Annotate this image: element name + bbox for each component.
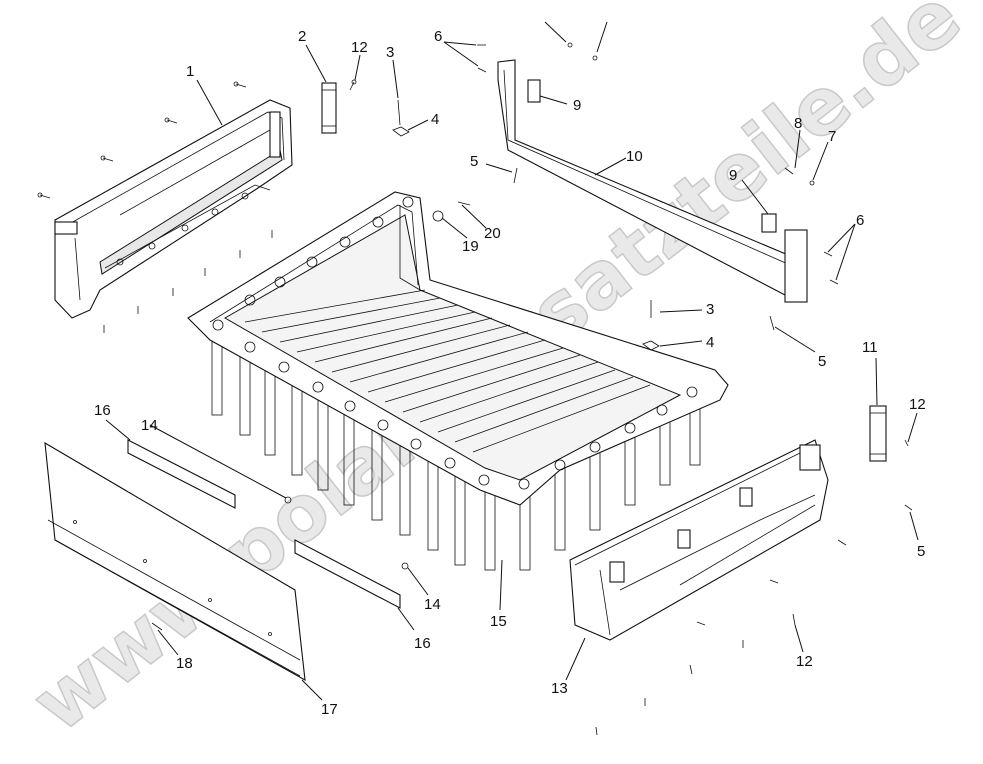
callout-10: 10 [626,148,643,165]
callout-15: 15 [490,613,507,630]
part-foam-strip-upper [127,439,236,509]
callout-11: 11 [862,339,878,356]
callout-3-right: 3 [706,301,714,318]
callout-13: 13 [551,680,568,697]
hardware-fasteners [37,42,913,736]
callout-6-top: 6 [434,28,442,45]
callout-1: 1 [186,63,194,80]
callout-3-top: 3 [386,44,394,61]
callout-12-bottom: 12 [796,653,813,670]
leader-lines [105,21,919,701]
callout-16-upper: 16 [94,402,111,419]
part-small-pad-right [869,405,887,462]
callout-5-right: 5 [818,353,826,370]
part-cargo-box [187,191,729,571]
callout-18: 18 [176,655,193,672]
part-small-pad [321,82,337,134]
callout-5-top: 5 [470,153,478,170]
callout-labels: 1 2 3 3 4 4 5 5 5 6 6 7 8 9 9 10 11 12 1… [94,28,926,718]
part-left-side-panel [54,99,293,319]
callout-16-lower: 16 [414,635,431,652]
part-front-bracket [497,59,808,303]
callout-14-upper: 14 [141,417,158,434]
callout-17: 17 [321,701,338,718]
callout-19: 19 [462,238,479,255]
callout-12-top: 12 [351,39,368,56]
callout-12-right: 12 [909,396,926,413]
callout-4-top: 4 [431,111,439,128]
callout-4-right: 4 [706,334,714,351]
callout-14-lower: 14 [424,596,441,613]
callout-9-right: 9 [729,167,737,184]
part-tailgate [44,441,306,682]
part-foam-strip-lower [294,539,401,609]
part-right-side-panel [569,439,829,641]
callout-20: 20 [484,225,501,242]
callout-9-top: 9 [573,97,581,114]
callout-5-far-right: 5 [917,543,925,560]
callout-8: 8 [794,115,802,132]
callout-7: 7 [828,128,836,145]
callout-6-right: 6 [856,212,864,229]
callout-2: 2 [298,28,306,45]
